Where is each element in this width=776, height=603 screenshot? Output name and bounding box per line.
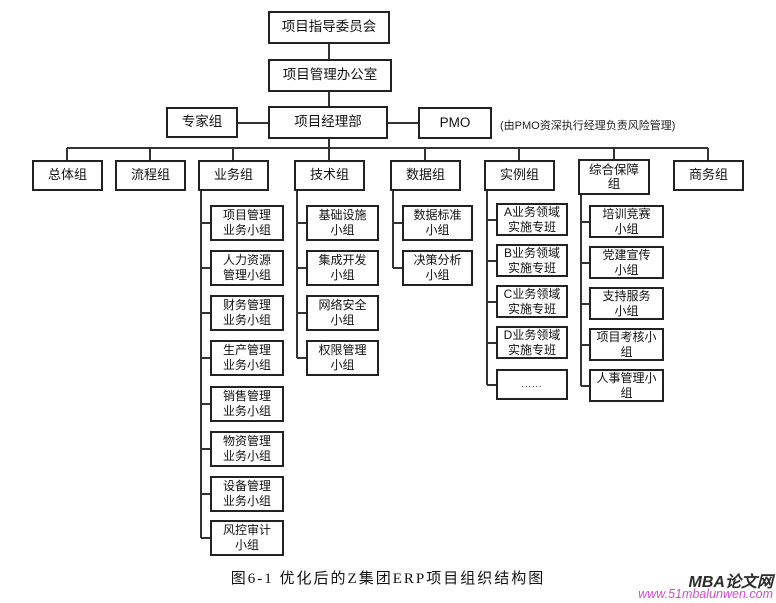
- node-business-child-1: 项目管理 业务小组: [210, 205, 284, 241]
- node-support-child-3: 支持服务 小组: [589, 287, 664, 320]
- node-group-process: 流程组: [115, 160, 186, 191]
- node-group-instance: 实例组: [484, 160, 555, 191]
- node-business-child-5: 销售管理 业务小组: [210, 386, 284, 422]
- node-tech-child-2: 集成开发 小组: [306, 250, 379, 286]
- node-support-child-5: 人事管理小 组: [589, 369, 664, 402]
- node-data-child-2: 决策分析 小组: [402, 250, 473, 286]
- node-group-support: 综合保障 组: [578, 159, 650, 195]
- node-steering-committee: 项目指导委员会: [268, 11, 390, 44]
- node-group-data: 数据组: [390, 160, 461, 191]
- node-data-child-1: 数据标准 小组: [402, 205, 473, 241]
- node-business-child-8: 风控审计 小组: [210, 520, 284, 556]
- node-business-child-4: 生产管理 业务小组: [210, 340, 284, 376]
- node-tech-child-4: 权限管理 小组: [306, 340, 379, 376]
- watermark-site-url: www.51mbalunwen.com: [638, 587, 773, 601]
- node-support-child-1: 培训竞赛 小组: [589, 205, 664, 238]
- node-support-child-4: 项目考核小 组: [589, 328, 664, 361]
- node-tech-child-3: 网络安全 小组: [306, 295, 379, 331]
- node-instance-child-3: C业务领域 实施专班: [496, 285, 568, 318]
- watermark-site-name: MBA论文网: [688, 574, 773, 591]
- node-business-child-3: 财务管理 业务小组: [210, 295, 284, 331]
- node-business-child-7: 设备管理 业务小组: [210, 476, 284, 512]
- node-instance-child-1: A业务领域 实施专班: [496, 203, 568, 236]
- node-instance-child-more: ......: [496, 369, 568, 400]
- node-group-commerce: 商务组: [673, 160, 744, 191]
- node-pmo-office: 项目管理办公室: [268, 59, 392, 92]
- node-group-tech: 技术组: [294, 160, 365, 191]
- node-group-business: 业务组: [198, 160, 269, 191]
- node-business-child-2: 人力资源 管理小组: [210, 250, 284, 286]
- node-pmo: PMO: [418, 107, 492, 139]
- node-group-overall: 总体组: [32, 160, 103, 191]
- node-instance-child-2: B业务领域 实施专班: [496, 244, 568, 277]
- node-tech-child-1: 基础设施 小组: [306, 205, 379, 241]
- node-business-child-6: 物资管理 业务小组: [210, 431, 284, 467]
- node-expert-group: 专家组: [166, 107, 238, 138]
- node-instance-child-4: D业务领域 实施专班: [496, 326, 568, 359]
- figure-caption: 图6-1 优化后的Z集团ERP项目组织结构图: [230, 571, 546, 587]
- node-support-child-2: 党建宣传 小组: [589, 246, 664, 279]
- pmo-note: (由PMO资深执行经理负责风险管理): [500, 120, 676, 132]
- node-pm-dept: 项目经理部: [268, 106, 388, 139]
